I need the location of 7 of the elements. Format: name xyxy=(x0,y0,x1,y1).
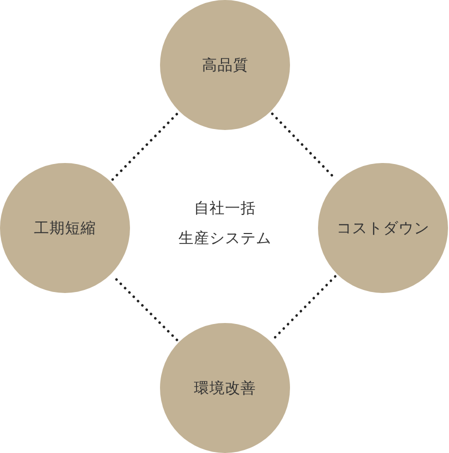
dotted-line xyxy=(272,275,336,341)
dotted-line xyxy=(111,112,179,181)
circle-node: 環境改善 xyxy=(160,323,290,453)
circle-node: コストダウン xyxy=(318,163,448,293)
circle-node: 高品質 xyxy=(160,0,290,130)
circle-node: 工期短縮 xyxy=(0,163,130,293)
center-label: 自社一括生産システム xyxy=(178,198,272,249)
